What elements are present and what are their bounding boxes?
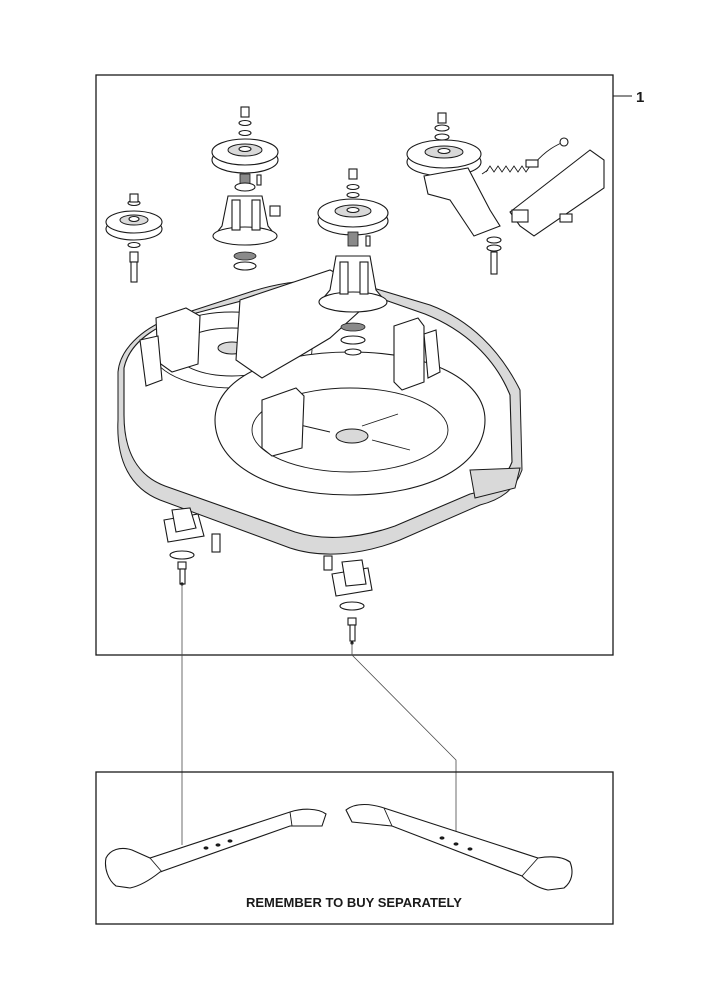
leader-right-blade <box>351 643 457 845</box>
blade-hub-left <box>163 507 221 586</box>
blade-hub-center <box>323 555 373 645</box>
buy-separately-note: REMEMBER TO BUY SEPARATELY <box>246 895 462 910</box>
blades-panel <box>95 771 614 925</box>
spindle-center <box>317 168 389 356</box>
blade-right <box>345 803 573 891</box>
assembly-frame <box>95 74 614 656</box>
spindle-center-left <box>211 106 281 271</box>
blade-left <box>104 808 327 889</box>
tensioner-assembly <box>406 112 605 275</box>
mower-deck <box>117 269 523 555</box>
pulley-left <box>105 193 163 283</box>
callout-number: 1 <box>636 89 644 106</box>
